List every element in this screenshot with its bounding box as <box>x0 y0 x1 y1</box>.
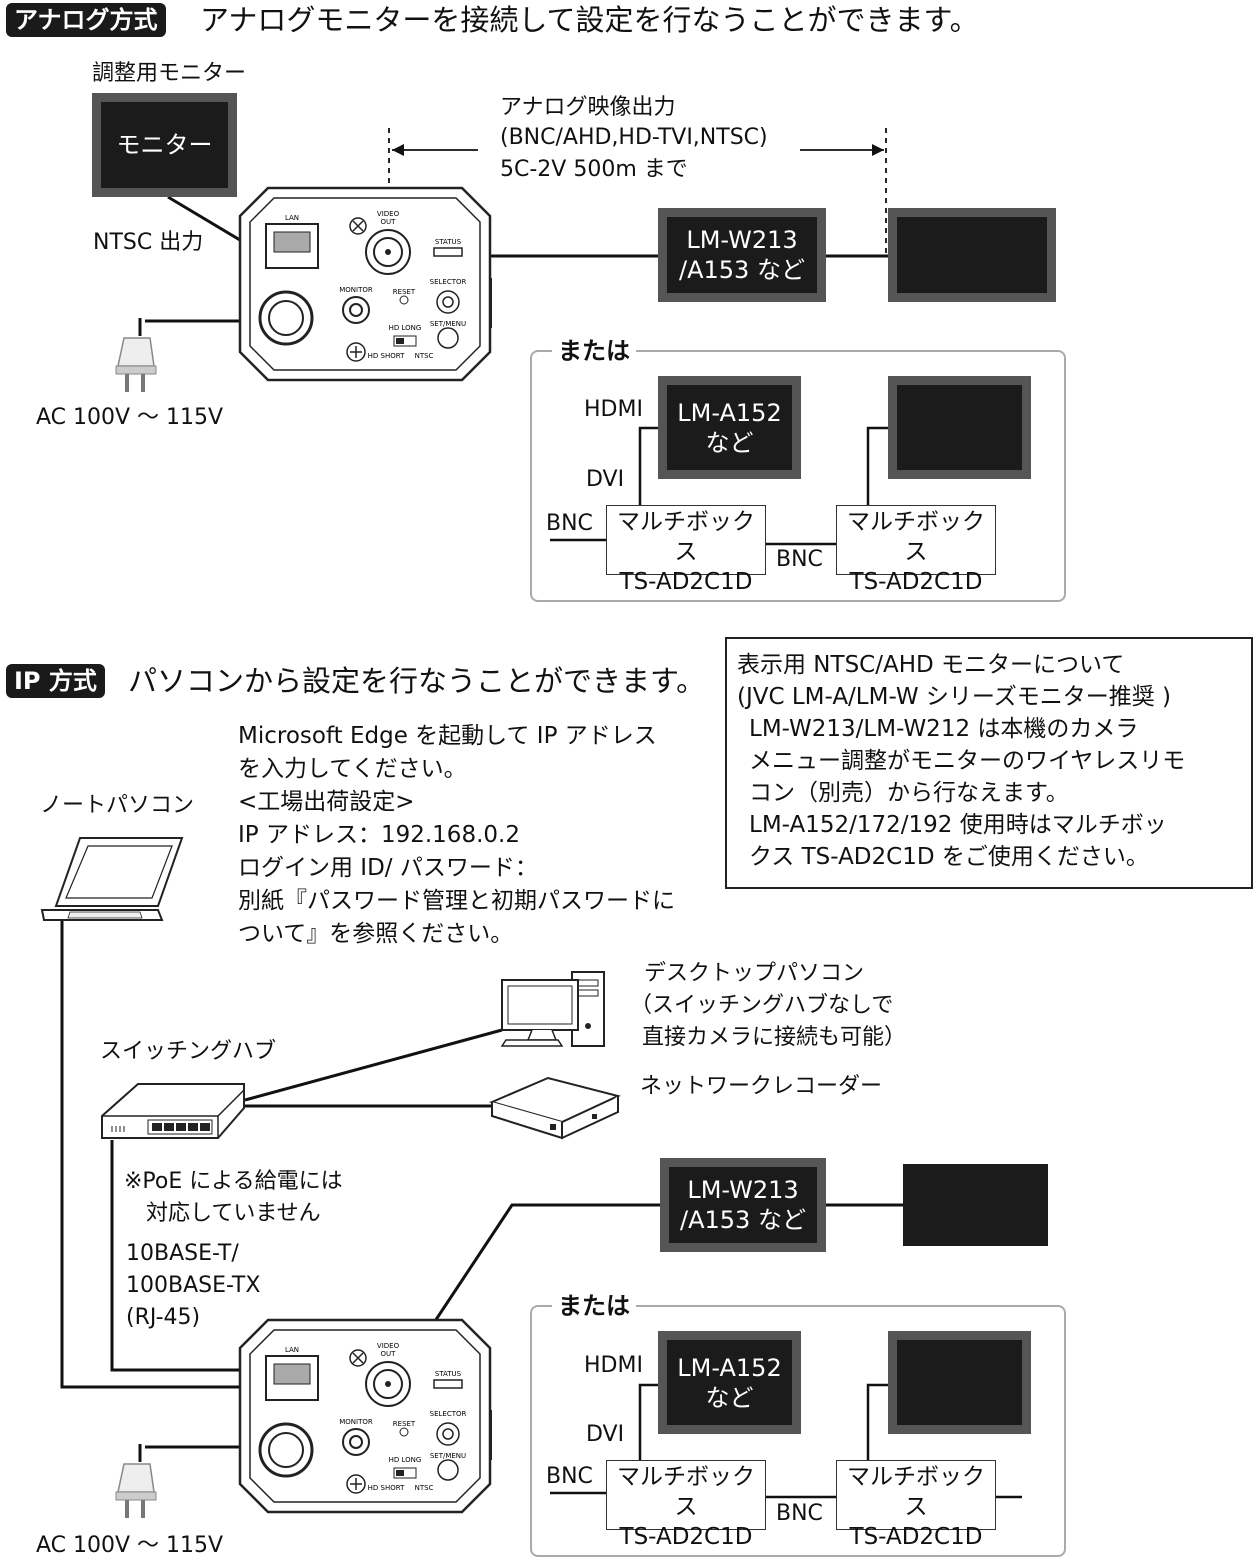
hdmi-label: HDMI <box>584 397 643 422</box>
ip-display-monitor-lmw213: LM-W213/A153 など <box>660 1158 826 1252</box>
wire-ip-hdmi <box>638 1383 658 1460</box>
svg-text:SET/MENU: SET/MENU <box>430 1452 466 1460</box>
lan-spec-2: 100BASE-TX <box>126 1273 261 1298</box>
monitor-blank-2 <box>888 376 1031 479</box>
camera-rear-panel-ip: LAN VIDEO OUT STATUS SELECTOR RESET MONI… <box>238 1318 494 1514</box>
wire-hdmi <box>638 426 658 505</box>
svg-text:SET/MENU: SET/MENU <box>430 320 466 328</box>
cable-hub-desktop <box>244 1028 503 1102</box>
ac-label: AC 100V ～ 115V <box>36 405 224 430</box>
ip-display-monitor-blank <box>903 1164 1048 1246</box>
bnc-label: BNC <box>546 511 593 536</box>
lan-spec-3: (RJ-45) <box>126 1305 201 1330</box>
svg-text:OUT: OUT <box>381 218 397 226</box>
analog-heading: アナログモニターを接続して設定を行なうことができます。 <box>200 3 979 37</box>
svg-text:HD LONG: HD LONG <box>389 324 422 332</box>
power-plug-icon-ip <box>110 1442 160 1520</box>
recorder-label: ネットワークレコーダー <box>640 1074 883 1099</box>
network-recorder-icon <box>488 1074 622 1142</box>
svg-text:SELECTOR: SELECTOR <box>430 278 467 286</box>
svg-text:MONITOR: MONITOR <box>339 1418 373 1426</box>
notebook-label: ノートパソコン <box>40 793 195 818</box>
desktop-pc-icon <box>498 968 608 1050</box>
svg-text:RESET: RESET <box>393 288 416 296</box>
or-box-title: または <box>552 336 636 366</box>
ac-label-ip: AC 100V ～ 115V <box>36 1533 224 1558</box>
svg-text:MONITOR: MONITOR <box>339 286 373 294</box>
adjust-monitor: モニター <box>92 93 237 197</box>
svg-text:VIDEO: VIDEO <box>377 210 400 218</box>
svg-text:LAN: LAN <box>285 214 299 222</box>
svg-text:OUT: OUT <box>381 1350 397 1358</box>
bnc-mid-label-ip: BNC <box>776 1501 823 1526</box>
cable-lan-notebook <box>60 918 270 1389</box>
cable-lan-hub <box>110 1140 270 1372</box>
power-plug-icon <box>110 316 160 394</box>
ntsc-out-label: NTSC 出力 <box>93 230 204 255</box>
ip-badge: IP 方式 <box>6 664 105 698</box>
hub-label: スイッチングハブ <box>100 1039 277 1064</box>
wire-hdmi-2 <box>866 426 888 505</box>
svg-text:LAN: LAN <box>285 1346 299 1354</box>
poe-note-1: ※PoE による給電には <box>124 1169 343 1194</box>
bnc-label-ip: BNC <box>546 1464 593 1489</box>
svg-text:RESET: RESET <box>393 1420 416 1428</box>
svg-text:HD SHORT: HD SHORT <box>368 1484 405 1492</box>
display-monitor-blank <box>888 208 1056 302</box>
desktop-label-3: 直接カメラに接続も可能） <box>642 1025 907 1050</box>
analog-badge: アナログ方式 <box>6 3 166 37</box>
lan-spec-1: 10BASE-T/ <box>126 1241 239 1266</box>
video-out-title: アナログ映像出力 <box>500 95 676 120</box>
bnc-mid-label: BNC <box>776 547 823 572</box>
poe-note-2: 対応していません <box>146 1201 321 1226</box>
svg-text:HD SHORT: HD SHORT <box>368 352 405 360</box>
notebook-pc-icon <box>40 834 185 924</box>
svg-text:STATUS: STATUS <box>435 238 462 246</box>
video-out-cable: 5C-2V 500m まで <box>500 157 688 182</box>
adjust-monitor-screen: モニター <box>101 102 228 188</box>
monitor-note-box: 表示用 NTSC/AHD モニターについて (JVC LM-A/LM-W シリー… <box>725 637 1253 889</box>
svg-text:VIDEO: VIDEO <box>377 1342 400 1350</box>
adjust-monitor-label: 調整用モニター <box>92 61 247 86</box>
camera-rear-panel: LAN VIDEO OUT STATUS SELECTOR RESET MONI… <box>238 186 494 382</box>
or-box-ip <box>530 1305 1066 1557</box>
video-out-formats: (BNC/AHD,HD-TVI,NTSC) <box>500 125 768 150</box>
svg-text:HD LONG: HD LONG <box>389 1456 422 1464</box>
hdmi-label-ip: HDMI <box>584 1353 643 1378</box>
svg-text:SELECTOR: SELECTOR <box>430 1410 467 1418</box>
desktop-label-1: デスクトップパソコン <box>644 961 865 986</box>
or-box-analog <box>530 350 1066 602</box>
wire-ip-hdmi-2 <box>866 1383 888 1460</box>
monitor-blank-ip-2 <box>888 1331 1031 1434</box>
dvi-label-ip: DVI <box>586 1422 625 1447</box>
svg-text:NTSC: NTSC <box>415 352 434 360</box>
svg-text:NTSC: NTSC <box>415 1484 434 1492</box>
ip-instructions: Microsoft Edge を起動して IP アドレス を入力してください。 … <box>238 723 675 947</box>
desktop-label-2: （スイッチングハブなしで <box>630 993 894 1018</box>
switching-hub-icon <box>98 1080 248 1142</box>
display-monitor-lmw213: LM-W213/A153 など <box>658 208 826 302</box>
ip-heading: パソコンから設定を行なうことができます。 <box>128 664 706 698</box>
or-box-title-ip: または <box>552 1291 636 1321</box>
dvi-label: DVI <box>586 467 625 492</box>
svg-text:STATUS: STATUS <box>435 1370 462 1378</box>
